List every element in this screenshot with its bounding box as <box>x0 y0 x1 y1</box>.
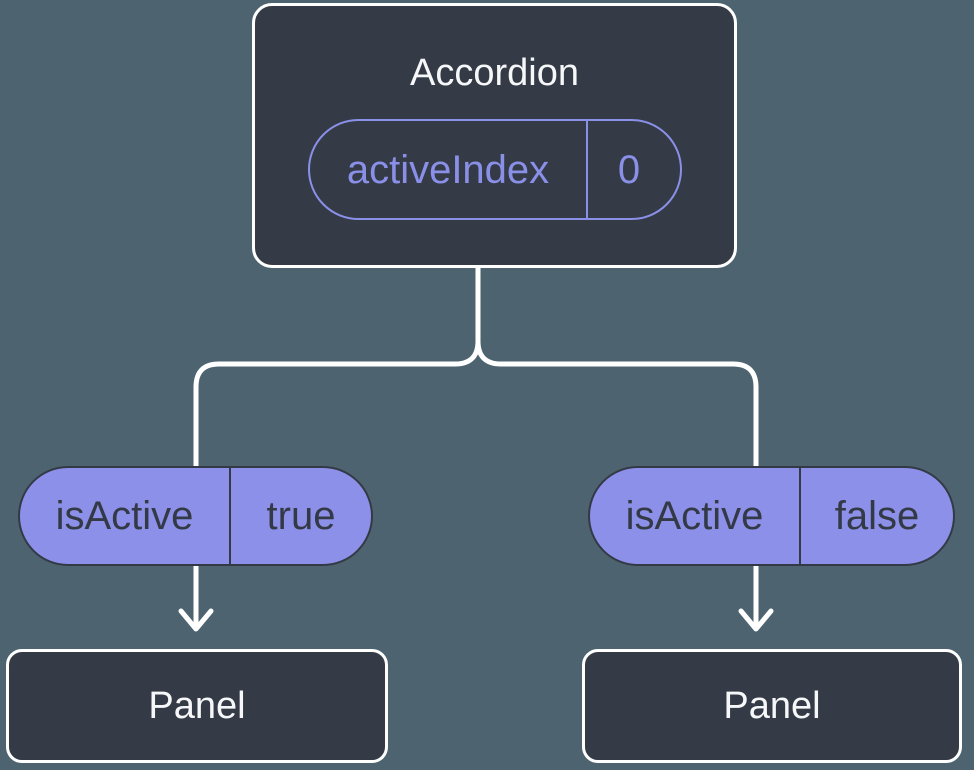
prop-value-label: true <box>266 494 336 538</box>
active-index-prop-pill: activeIndex 0 <box>308 119 682 220</box>
panel-node-right: Panel <box>582 649 962 763</box>
arrow-down-icon <box>738 608 774 632</box>
connector-right-branch <box>475 257 759 629</box>
prop-name-label: activeIndex <box>310 121 588 218</box>
panel-node-left: Panel <box>6 649 388 763</box>
prop-value-label: false <box>834 494 920 538</box>
is-active-prop-pill-right: isActive false <box>588 466 955 566</box>
is-active-prop-pill-left: isActive true <box>18 466 373 566</box>
panel-node-title: Panel <box>723 685 821 727</box>
panel-node-title: Panel <box>148 685 246 727</box>
prop-value-label: 0 <box>617 147 641 192</box>
accordion-node-title: Accordion <box>410 52 579 94</box>
prop-name-label: isActive <box>20 468 231 564</box>
prop-name-label: isActive <box>590 468 801 564</box>
connector-left-branch <box>193 257 481 629</box>
arrow-down-icon <box>178 608 214 632</box>
